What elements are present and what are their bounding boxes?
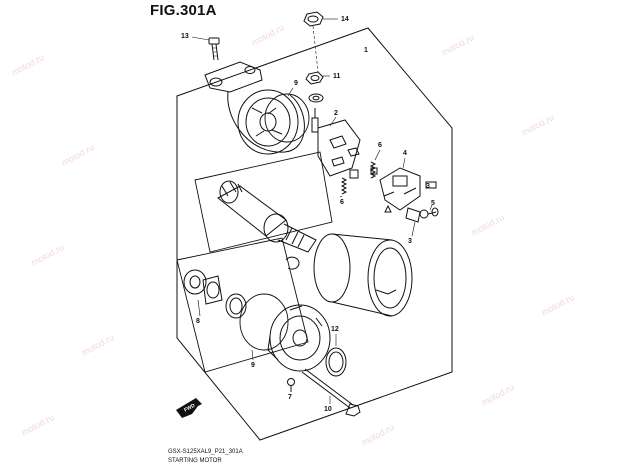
- callout-13: 13: [181, 33, 189, 40]
- spring-icon: [340, 169, 359, 195]
- callout-2: 2: [334, 110, 338, 117]
- armature-icon: [217, 180, 317, 253]
- callout-1: 1: [364, 47, 368, 54]
- callout-3: 3: [408, 238, 412, 245]
- model-code: GSX-S125XAL9_P21_301A: [168, 449, 243, 455]
- callout-10: 10: [324, 406, 332, 413]
- washer-icon: [308, 93, 324, 103]
- screw-5-icon: [419, 209, 437, 219]
- bracket-icon: [405, 207, 421, 223]
- front-cover-icon: [267, 304, 331, 372]
- nut-14-icon: [303, 11, 324, 27]
- figure-title: FIG.301A: [150, 2, 217, 19]
- callout-11: 11: [333, 73, 341, 80]
- o-ring-icon: [264, 93, 310, 143]
- callout-9: 9: [251, 362, 255, 369]
- yoke-icon: [313, 233, 413, 317]
- bolt-7-icon: [287, 378, 295, 392]
- assembly-frame: [176, 27, 453, 441]
- armature-frame: [194, 151, 333, 253]
- brush-plate-icon: [379, 167, 421, 213]
- shim-icon: [202, 275, 223, 305]
- callout-8: 8: [196, 318, 200, 325]
- front-cover-frame: [176, 237, 309, 373]
- front-marker-label: FWD: [183, 403, 196, 414]
- oil-seal-icon: [225, 293, 247, 319]
- brush-holder-icon: [311, 108, 361, 177]
- washer-icon: [431, 207, 439, 217]
- bolt-13-icon: [208, 37, 220, 61]
- o-ring-icon: [239, 293, 289, 351]
- callout-3: 3: [426, 183, 430, 190]
- circlip-icon: [285, 256, 300, 270]
- callout-9: 9: [294, 80, 298, 87]
- spring-icon: [369, 161, 378, 179]
- o-ring-icon: [325, 347, 347, 377]
- callout-14: 14: [341, 16, 349, 23]
- callout-4: 4: [403, 150, 407, 157]
- nut-11-icon: [305, 71, 324, 85]
- end-bracket-icon: [204, 61, 305, 155]
- callout-6: 6: [378, 142, 382, 149]
- shim-icon: [183, 269, 207, 295]
- callout-7: 7: [288, 394, 292, 401]
- bolt-10-icon: [301, 368, 361, 417]
- callout-6: 6: [340, 199, 344, 206]
- assembly-name: STARTING MOTOR: [168, 458, 222, 464]
- terminal-icon: [425, 181, 437, 189]
- callout-12: 12: [331, 326, 339, 333]
- callout-5: 5: [431, 200, 435, 207]
- front-direction-icon: FWD: [176, 398, 202, 418]
